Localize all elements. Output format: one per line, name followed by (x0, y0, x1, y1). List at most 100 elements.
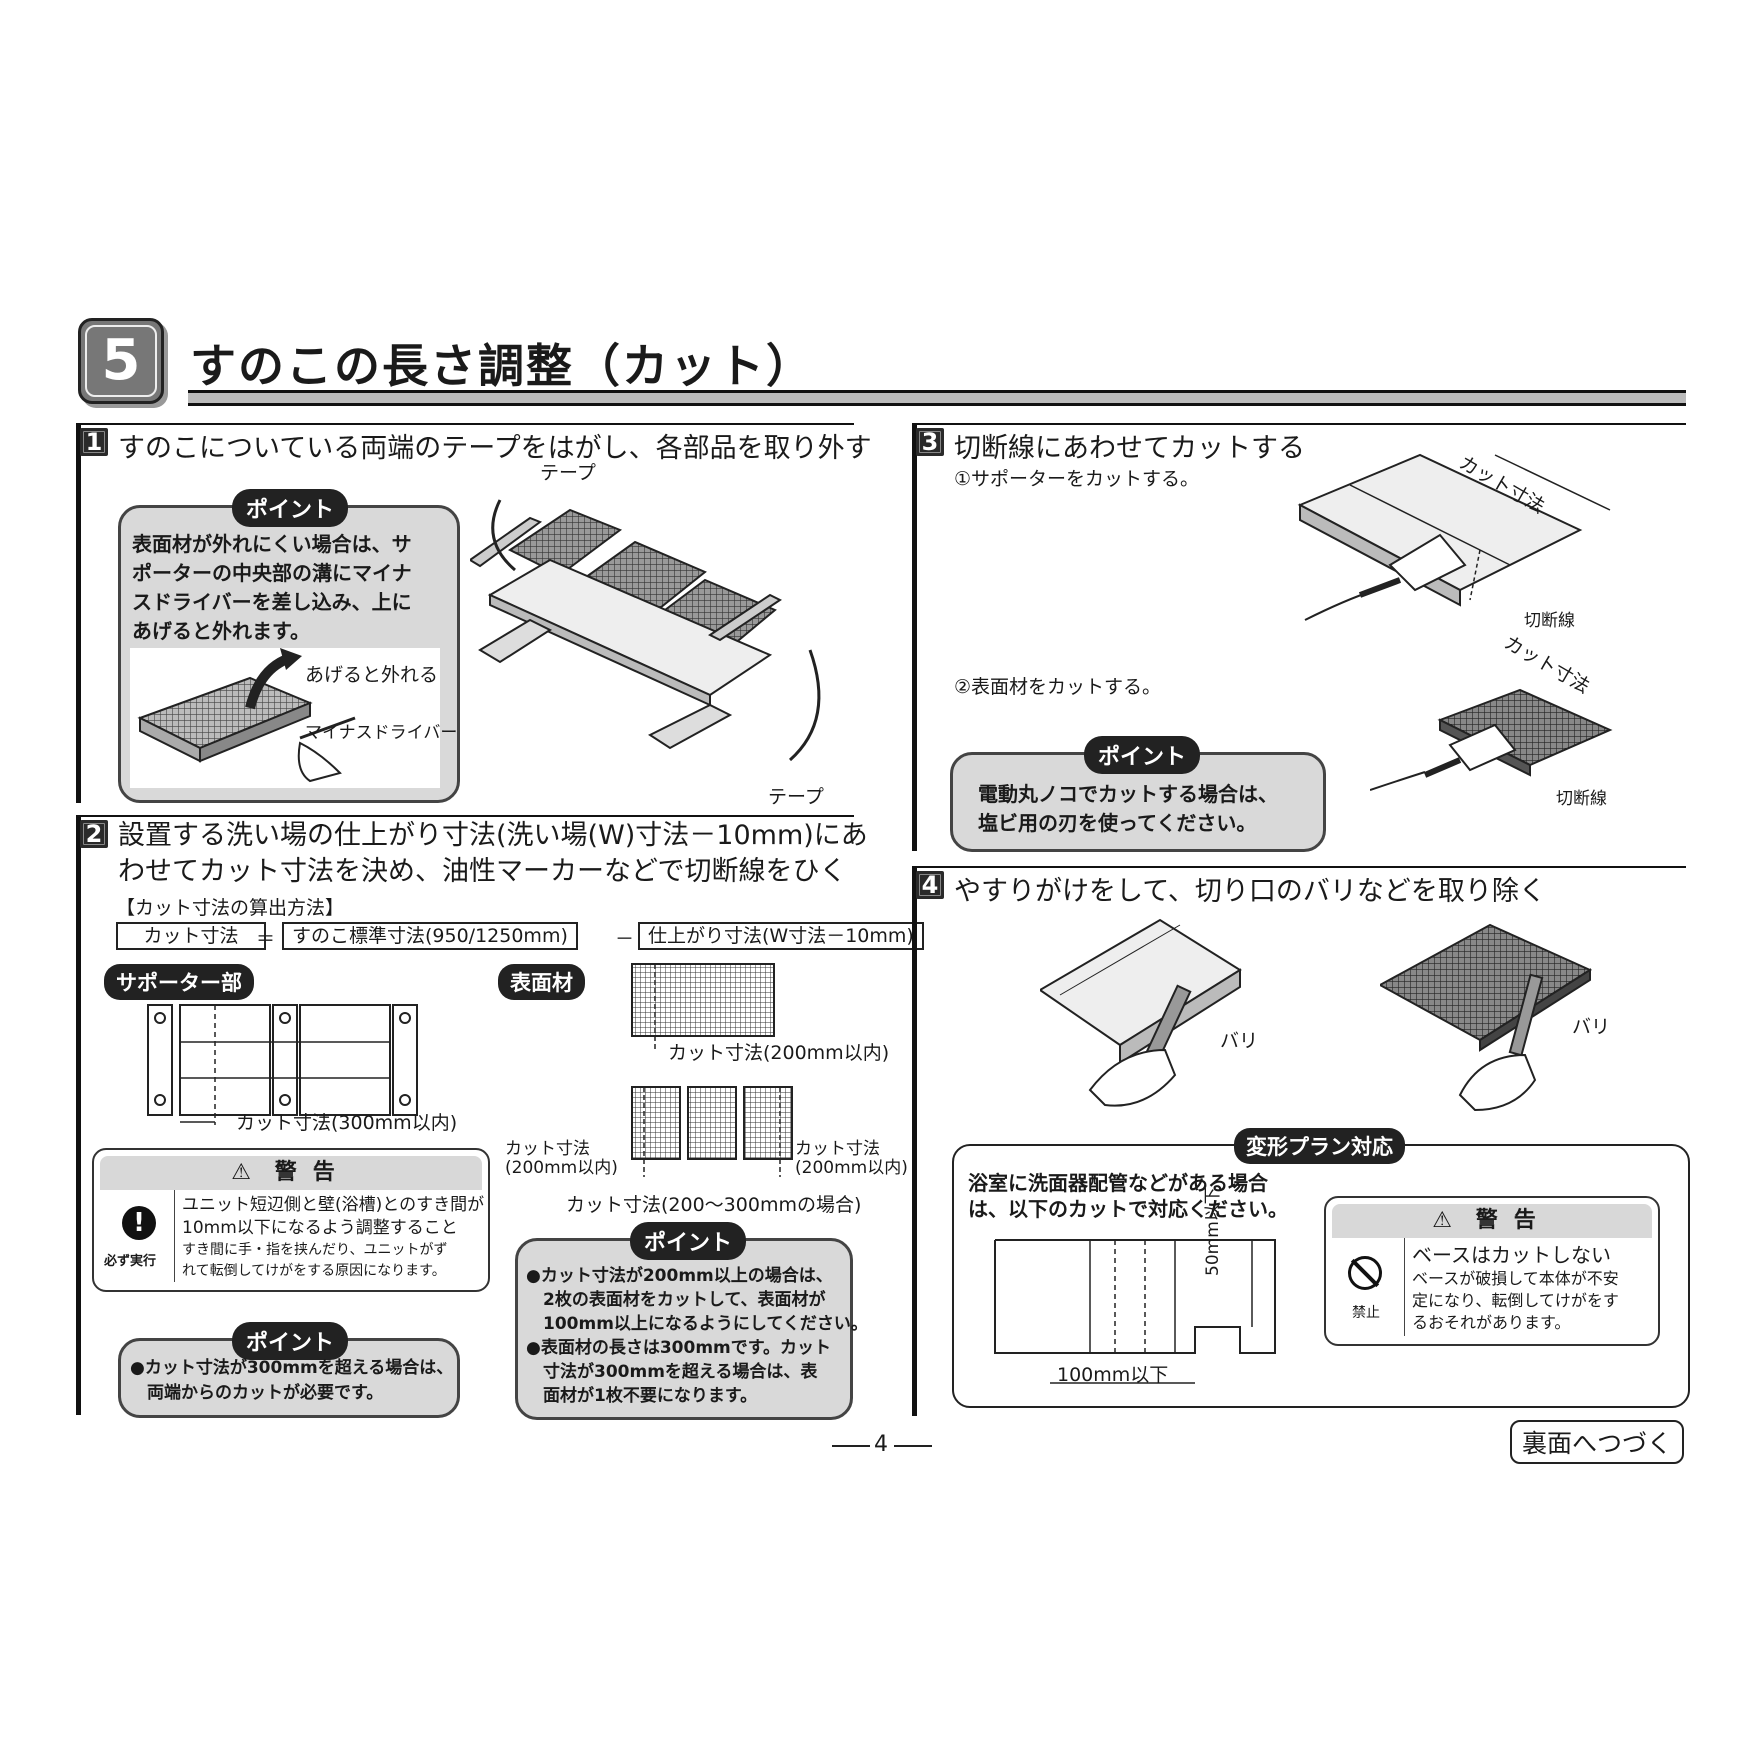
section-3-number: 3 (916, 428, 944, 456)
warning-main-line: ユニット短辺側と壁(浴槽)とのすき間が (182, 1195, 485, 1215)
page-title: すのこの長さ調整（カット） (190, 339, 814, 393)
lift-illustration (130, 648, 440, 788)
calc-label: 【カット寸法の算出方法】 (116, 897, 345, 919)
warning-head-text: 警告 (274, 1160, 351, 1185)
section-2-number: 2 (80, 820, 108, 848)
formula-cut: カット寸法 (116, 922, 266, 950)
section-4-warning-box: ⚠ 警告 禁止 ベースはカットしない ベースが破損して本体が不安 定になり、転倒… (1324, 1196, 1660, 1346)
file-supporter-illustration (1038, 915, 1250, 1115)
warning-divider (174, 1190, 175, 1282)
warning-text: ユニット短辺側と壁(浴槽)とのすき間が 10mm以下になるよう調整すること すき… (182, 1194, 484, 1282)
section-3-rule (914, 423, 1686, 425)
burr-label-2: バリ (1572, 1016, 1611, 1038)
section-3-title: 切断線にあわせてカットする (954, 433, 1305, 464)
warning-triangle-icon: ⚠ (231, 1160, 252, 1185)
dim-100-label: 100mm以下 (1057, 1364, 1169, 1386)
point-line: 塩ビ用の刃を使ってください。 (978, 811, 1257, 835)
warning-main-line: 10mm以下になるよう調整すること (182, 1218, 458, 1238)
variant-plan-tag: 変形プラン対応 (1234, 1128, 1405, 1164)
point-line: スドライバーを差し込み、上に (132, 590, 412, 614)
section-2-title-line: 設置する洗い場の仕上がり寸法(洗い場(W)寸法－10mm)にあ (118, 820, 868, 851)
prohibited-icon (1348, 1256, 1382, 1290)
point-line: 寸法が300mmを超える場合は、表 (526, 1362, 818, 1382)
section-1-point-tag: ポイント (232, 489, 349, 527)
must-do-label: 必ず実行 (104, 1254, 157, 1269)
section-3-sub-1: ①サポーターをカットする。 (954, 468, 1200, 490)
formula-std: すのこ標準寸法(950/1250mm) (282, 922, 578, 950)
point-line: ●表面材の長さは300mmです。カット (526, 1338, 832, 1358)
dim-50-label: 50mm以下 (1203, 1187, 1223, 1276)
warning-sub-line: れて転倒してけがをする原因になります。 (182, 1263, 446, 1279)
step-number: 5 (101, 328, 141, 393)
supporter-diagram (140, 1000, 430, 1130)
section-2-point-2-tag: ポイント (630, 1222, 747, 1260)
surface-tag: 表面材 (498, 964, 585, 1000)
warning-text: ベースはカットしない ベースが破損して本体が不安 定になり、転倒してけがをす る… (1412, 1242, 1619, 1334)
section-2-title-line: わせてカット寸法を決め、油性マーカーなどで切断線をひく (118, 856, 847, 887)
warning-head: ⚠ 警告 (100, 1156, 482, 1190)
section-3-point-text: 電動丸ノコでカットする場合は、 塩ビ用の刃を使ってください。 (978, 780, 1278, 838)
warning-divider (1404, 1238, 1405, 1336)
left-cut-line: (200mm以内) (505, 1158, 618, 1178)
warning-sub-line: ベースが破損して本体が不安 (1412, 1269, 1619, 1288)
section-4-rule (914, 866, 1686, 868)
section-2-point-1-text: ●カット寸法が300mmを超える場合は、 両端からのカットが必要です。 (130, 1356, 453, 1406)
point-line: ●カット寸法が200mm以上の場合は、 (526, 1266, 833, 1286)
variant-cut-diagram (990, 1235, 1280, 1390)
tape-label-top: テープ (540, 462, 596, 484)
section-4-title: やすりがけをして、切り口のバリなどを取り除く (954, 876, 1546, 907)
point-line: 電動丸ノコでカットする場合は、 (978, 782, 1278, 806)
point-line: 面材が1枚不要になります。 (526, 1386, 758, 1406)
driver-label: マイナスドライバー (305, 723, 458, 743)
left-cut-label: カット寸法 (200mm以内) (505, 1140, 618, 1178)
section-1-rule (78, 423, 854, 425)
warning-sub-line: るおそれがあります。 (1412, 1313, 1571, 1332)
file-surface-illustration (1377, 915, 1600, 1115)
supporter-cut-illustration (1290, 450, 1620, 650)
prohibited-label: 禁止 (1352, 1305, 1380, 1321)
warning-sub-line: すき間に手・指を挟んだり、ユニットがず (182, 1242, 448, 1258)
point-line: 100mm以上になるようにしてください。 (526, 1314, 868, 1334)
burr-label-1: バリ (1220, 1030, 1259, 1052)
tape-label-bottom: テープ (768, 786, 824, 808)
supporter-cut-label: カット寸法(300mm以内) (236, 1112, 458, 1134)
point-line: あげると外れます。 (132, 619, 310, 643)
section-1-title: すのこについている両端のテープをはがし、各部品を取り外す (118, 433, 872, 464)
formula-minus: － (615, 928, 635, 950)
section-2-warning-box: ⚠ 警告 ! 必ず実行 ユニット短辺側と壁(浴槽)とのすき間が 10mm以下にな… (92, 1148, 490, 1292)
section-2-rule (78, 815, 854, 817)
warning-main-line: ベースはカットしない (1412, 1243, 1611, 1267)
variant-plan-text: 浴室に洗面器配管などがある場合 は、以下のカットで対応ください。 (968, 1170, 1288, 1222)
warning-head: ⚠ 警告 (1332, 1204, 1652, 1238)
section-2-point-1-tag: ポイント (232, 1322, 349, 1360)
section-1-left-bar (76, 423, 81, 803)
point-line: ●カット寸法が300mmを超える場合は、 (130, 1358, 454, 1378)
variant-line: 浴室に洗面器配管などがある場合 (968, 1171, 1268, 1195)
section-4-number: 4 (916, 871, 944, 899)
range-cut-label: カット寸法(200～300mmの場合) (566, 1194, 862, 1216)
warning-sub-line: 定になり、転倒してけがをす (1412, 1291, 1619, 1310)
sunoko-exploded-illustration (468, 480, 850, 790)
step-badge: 5 (78, 318, 164, 404)
surface-cut-illustration (1369, 670, 1650, 820)
section-1-point-text: 表面材が外れにくい場合は、サ ポーターの中央部の溝にマイナ スドライバーを差し込… (132, 530, 412, 646)
formula-finish: 仕上がり寸法(W寸法－10mm) (638, 922, 924, 950)
continue-badge: 裏面へつづく (1510, 1420, 1685, 1464)
variant-line: は、以下のカットで対応ください。 (968, 1197, 1288, 1221)
line-label-2: 切断線 (1556, 789, 1607, 809)
formula-eq: ＝ (256, 928, 276, 950)
section-1-number: 1 (80, 428, 108, 456)
warning-head-text: 警告 (1475, 1208, 1552, 1233)
section-4-left-bar (912, 866, 917, 1416)
warning-triangle-icon: ⚠ (1432, 1208, 1453, 1233)
point-line: 2枚の表面材をカットして、表面材が (526, 1290, 826, 1310)
page-number-rule-left (832, 1445, 870, 1447)
page-number: 4 (874, 1432, 888, 1457)
right-cut-line: カット寸法 (795, 1139, 880, 1159)
point-line: 表面材が外れにくい場合は、サ (132, 532, 412, 556)
surface-diagram (600, 962, 800, 1192)
right-cut-label: カット寸法 (200mm以内) (795, 1140, 908, 1178)
section-2-point-2-text: ●カット寸法が200mm以上の場合は、 2枚の表面材をカットして、表面材が 10… (526, 1264, 868, 1408)
lift-label: あげると外れる (305, 664, 439, 686)
section-3-sub-2: ②表面材をカットする。 (954, 676, 1162, 698)
